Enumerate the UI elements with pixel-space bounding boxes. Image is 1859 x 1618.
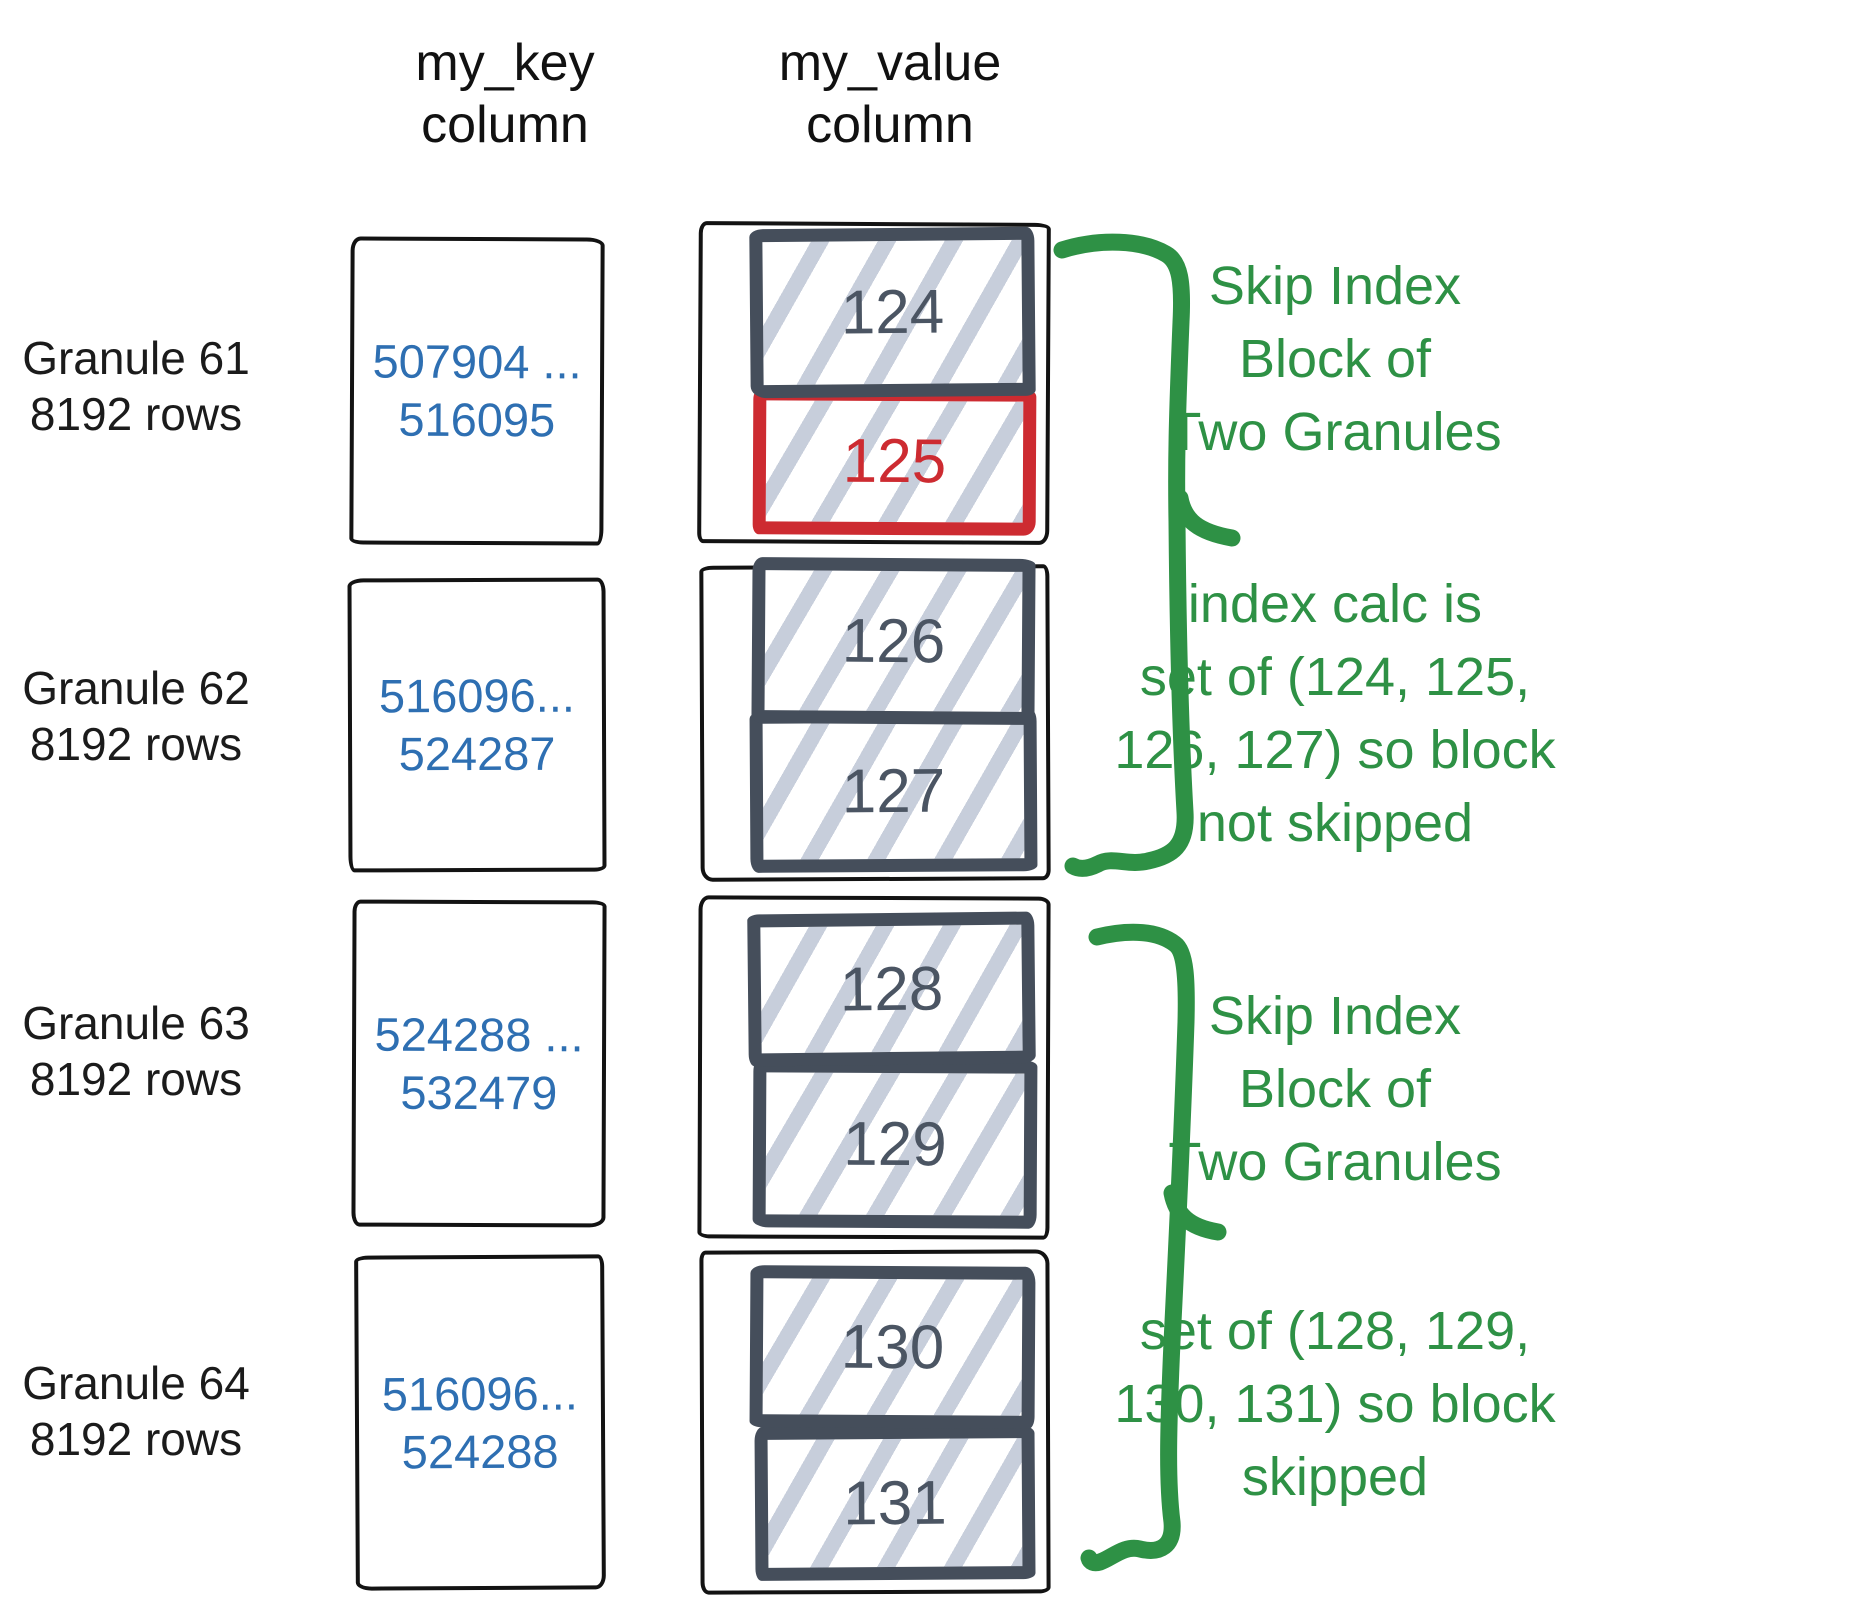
- granule-64-key-box: 516096... 524288: [354, 1254, 606, 1591]
- key-column-header-line1: my_key: [415, 34, 595, 92]
- value-block-126-label: 126: [841, 606, 946, 676]
- granule-62-rows: 8192 rows: [29, 718, 243, 770]
- granule-63-key-range: 524288 ... 532479: [374, 1005, 583, 1122]
- annotation-4-line2: 130, 131) so block: [1114, 1374, 1556, 1434]
- value-block-127: 127: [749, 709, 1038, 873]
- value-block-128-label: 128: [839, 953, 944, 1025]
- key-column-header-line2: column: [421, 96, 589, 154]
- granule-62-name: Granule 62: [22, 662, 250, 714]
- value-block-125-label: 125: [842, 426, 947, 497]
- granule-64-key-range: 516096... 524288: [382, 1364, 579, 1481]
- granule-61-key-box: 507904 ... 516095: [349, 236, 605, 546]
- granule-61-name: Granule 61: [22, 332, 250, 384]
- granule-62-key-range: 516096... 524287: [379, 667, 575, 784]
- annotation-3-line2: Block of: [1238, 1059, 1432, 1119]
- granule-63-key-max: 532479: [400, 1065, 558, 1119]
- annotation-3-line3: Two Granules: [1168, 1132, 1502, 1192]
- granule-61-rows: 8192 rows: [29, 388, 243, 440]
- annotation-skip-block-2: Skip Index Block of Two Granules: [1095, 980, 1575, 1199]
- granule-64-name: Granule 64: [22, 1357, 250, 1409]
- value-column-header-line1: my_value: [778, 34, 1002, 92]
- granule-61-label: Granule 61 8192 rows: [22, 330, 250, 442]
- annotation-index-calc-not-skipped: index calc is set of (124, 125, 126, 127…: [1095, 568, 1575, 860]
- annotation-skip-block-1: Skip Index Block of Two Granules: [1095, 250, 1575, 469]
- value-block-130: 130: [749, 1265, 1036, 1429]
- granule-61-key-max: 516095: [398, 392, 556, 447]
- brace-block-1-midtick: [1171, 489, 1241, 547]
- value-block-130-label: 130: [840, 1312, 945, 1382]
- value-block-124-label: 124: [840, 277, 945, 348]
- annotation-1-line2: Block of: [1238, 329, 1432, 389]
- value-block-128: 128: [747, 911, 1036, 1067]
- value-block-126: 126: [751, 557, 1036, 725]
- granule-64-key-min: 516096...: [381, 1365, 578, 1421]
- annotation-4-line3: skipped: [1241, 1447, 1429, 1507]
- granule-61-key-min: 507904 ...: [372, 334, 582, 389]
- annotation-index-calc-skipped: set of (128, 129, 130, 131) so block ski…: [1095, 1295, 1575, 1514]
- value-block-129-label: 129: [843, 1109, 947, 1179]
- granule-63-key-box: 524288 ... 532479: [351, 899, 607, 1228]
- annotation-2-line3: 126, 127) so block: [1114, 720, 1556, 780]
- granule-63-key-min: 524288 ...: [374, 1007, 584, 1061]
- value-column-header-line2: column: [806, 96, 974, 154]
- annotation-2-line2: set of (124, 125,: [1139, 647, 1531, 707]
- granule-63-label: Granule 63 8192 rows: [22, 995, 250, 1107]
- value-block-125-highlighted: 125: [752, 387, 1037, 536]
- granule-64-key-max: 524288: [401, 1424, 559, 1478]
- granule-62-label: Granule 62 8192 rows: [22, 660, 250, 772]
- value-column-header: my_value column: [740, 32, 1040, 156]
- granule-62-key-box: 516096... 524287: [347, 577, 607, 873]
- value-block-129: 129: [752, 1059, 1038, 1229]
- value-block-124: 124: [749, 226, 1036, 399]
- granule-64-rows: 8192 rows: [29, 1413, 243, 1465]
- annotation-3-line1: Skip Index: [1208, 986, 1462, 1046]
- annotation-2-line1: index calc is: [1187, 574, 1483, 634]
- granule-63-rows: 8192 rows: [29, 1053, 243, 1105]
- annotation-2-line4: not skipped: [1196, 793, 1474, 853]
- granule-61-key-range: 507904 ... 516095: [372, 333, 582, 450]
- granule-64-label: Granule 64 8192 rows: [22, 1355, 250, 1467]
- key-column-header: my_key column: [355, 32, 655, 156]
- annotation-1-line3: Two Granules: [1168, 402, 1502, 462]
- granule-63-name: Granule 63: [22, 997, 250, 1049]
- granule-62-key-max: 524287: [398, 726, 556, 781]
- value-block-131: 131: [754, 1425, 1036, 1581]
- granule-62-key-min: 516096...: [378, 668, 575, 723]
- annotation-1-line1: Skip Index: [1208, 256, 1462, 316]
- value-block-127-label: 127: [841, 756, 946, 826]
- value-block-131-label: 131: [843, 1468, 947, 1538]
- annotation-4-line1: set of (128, 129,: [1139, 1301, 1531, 1361]
